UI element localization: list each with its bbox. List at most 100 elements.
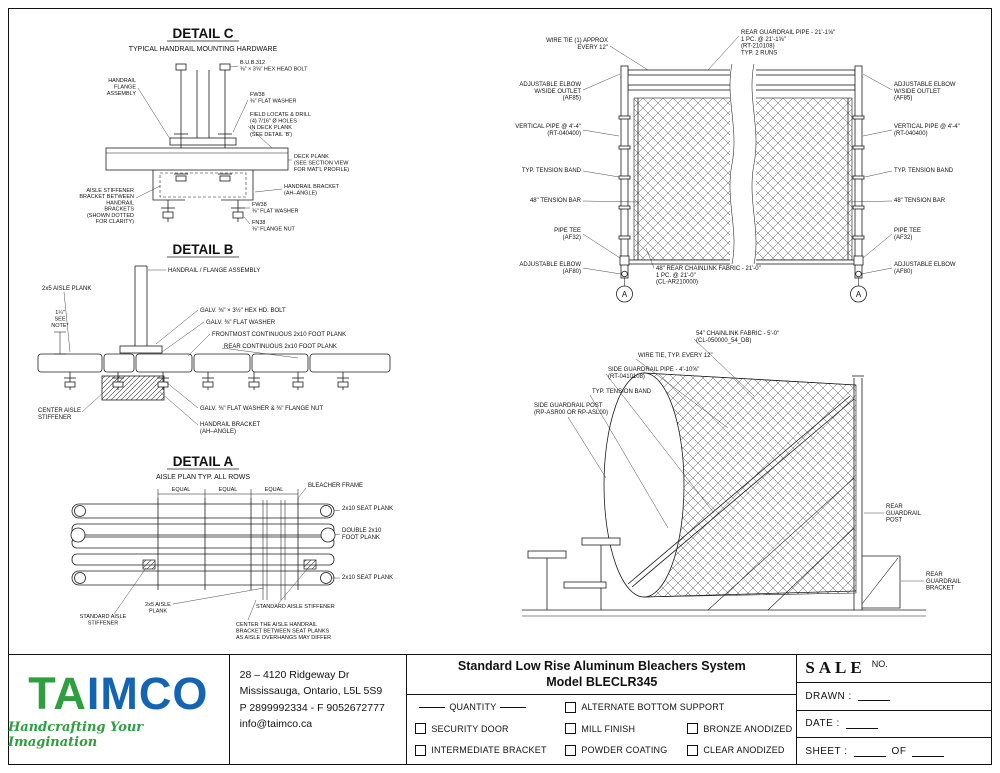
option-alternate-bottom-support[interactable]: ALTERNATE BOTTOM SUPPORT [565, 701, 724, 713]
sheet-row: SHEET : OF [797, 738, 992, 765]
label-seat-plank-top: 2x10 SEAT PLANK [342, 506, 393, 512]
sheet-border [8, 8, 992, 765]
label-rear-plank: REAR CONTINUOUS 2x10 FOOT PLANK [224, 344, 337, 350]
label-equal-1: EQUAL [172, 487, 191, 493]
label-adj-elbow-left: ADJUSTABLE ELBOW(AF80) [519, 262, 581, 275]
intermediate-bracket-checkbox[interactable] [415, 744, 427, 756]
sale-label: SALE [805, 658, 866, 678]
label-front-plank: FRONTMOST CONTINUOUS 2x10 FOOT PLANK [212, 332, 346, 338]
address-line-1: 28 – 4120 Ridgeway Dr [239, 669, 350, 681]
option-powder-coating[interactable]: POWDER COATING [565, 744, 687, 756]
quantity-header: QUANTITY [415, 702, 565, 712]
option-label: POWDER COATING [581, 745, 668, 756]
label-tension-band-right: TYP. TENSION BAND [894, 168, 954, 174]
label-std-stiffener-right: STANDARD AISLE STIFFENER [256, 604, 335, 610]
label-equal-2: EQUAL [219, 487, 238, 493]
label-side-wire-tie: WIRE TIE, TYP. EVERY 12" [638, 353, 713, 359]
label-handrail-bracket-b: HANDRAIL BRACKET(AH–ANGLE) [200, 422, 260, 435]
logo-part-green: TA [28, 667, 87, 719]
drawn-write-line [857, 691, 890, 702]
label-adj-elbow-right: ADJUSTABLE ELBOW(AF80) [894, 262, 956, 275]
label-hex-bolt-b: GALV. ⅜" × 3½" HEX HD. BOLT [200, 307, 286, 314]
clear-anodized-checkbox[interactable] [687, 744, 699, 756]
label-tension-band-left: TYP. TENSION BAND [522, 168, 582, 174]
label-pipe-tee-left: PIPE TEE(AF32) [554, 228, 581, 241]
option-bronze-anodized[interactable]: BRONZE ANODIZED [687, 723, 793, 735]
date-write-line [845, 719, 878, 729]
date-label: DATE : [805, 718, 840, 730]
option-label: CLEAR ANODIZED [703, 745, 785, 756]
drawing-model: Model BLECLR345 [546, 675, 658, 690]
option-intermediate-bracket[interactable]: INTERMEDIATE BRACKET [415, 744, 565, 756]
security-door-checkbox[interactable] [415, 723, 427, 735]
label-vertical-pipe-left: VERTICAL PIPE @ 4'-4"(RT-040400) [515, 124, 581, 137]
alternate-bottom-support-checkbox[interactable] [565, 701, 577, 713]
detail-c-drawing: DETAIL C TYPICAL HANDRAIL MOUNTING HARDW… [79, 26, 349, 233]
detail-c-subtitle: TYPICAL HANDRAIL MOUNTING HARDWARE [129, 46, 278, 53]
option-security-door[interactable]: SECURITY DOOR [415, 723, 565, 735]
address-line-2: Mississauga, Ontario, L5L 5S9 [239, 685, 383, 698]
address-line-3: P 2899992334 - F 9052672777 [239, 701, 385, 714]
drawn-label: DRAWN : [805, 690, 852, 702]
mill-finish-checkbox[interactable] [565, 723, 577, 735]
label-equal-3: EQUAL [265, 487, 284, 493]
label-handrail-flange-b: HANDRAIL / FLANGE ASSEMBLY [168, 268, 260, 274]
label-flat-washer-b: GALV. ⅜" FLAT WASHER [206, 320, 276, 326]
quantity-line-left [419, 706, 446, 708]
label-side-guardrail-post: SIDE GUARDRAIL POST(RP-ASR00 OR RP-ASL00… [534, 403, 608, 416]
marker-a-left: A [622, 290, 628, 299]
detail-a-subtitle: AISLE PLAN TYP. ALL ROWS [156, 474, 250, 481]
detail-a-drawing: DETAIL A AISLE PLAN TYP. ALL ROWS EQUAL … [70, 454, 393, 641]
detail-c-title: DETAIL C [172, 26, 233, 41]
quantity-line-right [500, 706, 527, 708]
bronze-anodized-checkbox[interactable] [687, 723, 699, 735]
marker-a-right: A [856, 290, 862, 299]
company-tagline: Handcrafting Your Imagination [8, 719, 144, 750]
sale-number-row: SALE NO. [797, 655, 992, 683]
label-side-guardrail-pipe: SIDE GUARDRAIL PIPE - 4'-10⅝"(RT-0410108… [608, 367, 699, 380]
address-line-4: info@taimco.ca [239, 717, 313, 730]
sheet-write-line [853, 747, 886, 757]
drawing-title: Standard Low Rise Aluminum Bleachers Sys… [457, 659, 746, 673]
label-bleacher-frame: BLEACHER FRAME [308, 483, 363, 489]
powder-coating-checkbox[interactable] [565, 744, 577, 756]
option-mill-finish[interactable]: MILL FINISH [565, 723, 687, 735]
label-tension-bar-left: 48" TENSION BAR [530, 198, 582, 204]
taimco-logo: TAIMCO [28, 671, 208, 716]
company-logo-cell: TAIMCO Handcrafting Your Imagination [8, 655, 230, 765]
label-side-chainlink-fabric: 54" CHAINLINK FABRIC - 5'-0"(CL-050000_5… [696, 331, 779, 344]
option-clear-anodized[interactable]: CLEAR ANODIZED [687, 744, 792, 756]
detail-b-drawing: DETAIL B [37, 242, 391, 435]
label-side-tension-band: TYP. TENSION BAND [592, 389, 652, 395]
label-washer-nut-b: GALV. ⅜" FLAT WASHER & ⅜" FLANGE NUT [200, 406, 324, 412]
option-label: BRONZE ANODIZED [703, 723, 793, 734]
title-block: TAIMCO Handcrafting Your Imagination 28 … [8, 654, 992, 765]
label-rear-guardrail-pipe: REAR GUARDRAIL PIPE - 21'-1⅝"1 PC. @ 21'… [741, 30, 835, 56]
option-label: MILL FINISH [581, 723, 636, 734]
date-row: DATE : [797, 711, 992, 739]
label-pipe-tee-right: PIPE TEE(AF32) [894, 228, 921, 241]
detail-b-title: DETAIL B [172, 242, 233, 257]
drawn-row: DRAWN : [797, 683, 992, 711]
sale-info-cell: SALE NO. DRAWN : DATE : SHEET : OF [797, 655, 992, 765]
drawing-title-cell: Standard Low Rise Aluminum Bleachers Sys… [407, 655, 798, 766]
of-write-line [912, 747, 945, 757]
options-grid: QUANTITY ALTERNATE BOTTOM SUPPORT SECURI… [407, 695, 796, 766]
option-label: SECURITY DOOR [431, 723, 509, 734]
label-seat-plank-bottom: 2x10 SEAT PLANK [342, 575, 393, 581]
quantity-label: QUANTITY [449, 702, 497, 713]
